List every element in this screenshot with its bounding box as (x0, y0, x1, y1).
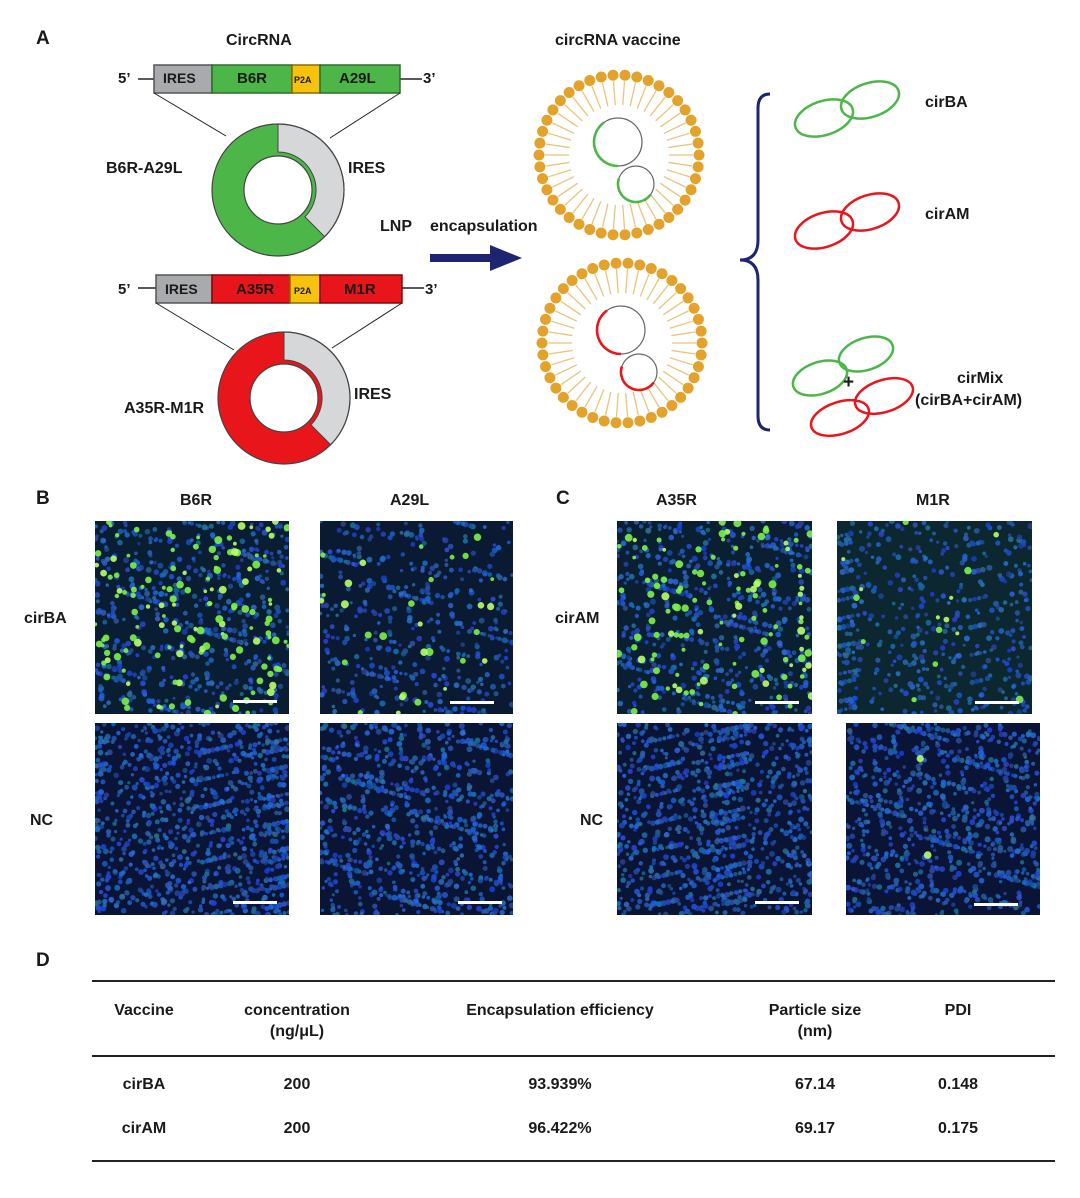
table-cell: 69.17 (794, 1120, 836, 1137)
circrna-vaccine-title: circRNA vaccine (555, 32, 681, 49)
construct1-three-prime: 3’ (423, 70, 436, 87)
panel-b-row-nc: NC (30, 812, 54, 829)
ciram-rings-icon (793, 192, 901, 250)
table-cell: 0.175 (937, 1120, 979, 1137)
construct2-p2a-label: P2A (294, 286, 312, 296)
table-cell: 200 (283, 1076, 311, 1093)
ring2-ires: IRES (354, 386, 392, 403)
table-cell: cirAM (121, 1120, 167, 1137)
construct1-ires-label: IRES (163, 70, 196, 86)
cirmix-rings-icon (791, 335, 915, 438)
micrograph-nc-a29l (320, 723, 513, 915)
construct2-five-prime: 5’ (118, 281, 131, 298)
micrograph-nc-m1r (846, 723, 1040, 915)
table-header-line2: (ng/μL) (269, 1023, 325, 1040)
construct2-three-prime: 3’ (425, 281, 438, 298)
construct2-ires-label: IRES (165, 281, 198, 297)
panel-label-a: A (36, 28, 50, 49)
table-header-line1: Encapsulation efficiency (466, 1002, 654, 1019)
table-cell: 96.422% (528, 1120, 592, 1137)
group-cirmix-sublabel: (cirBA+cirAM) (915, 392, 1023, 409)
panel-c-row-ciram: cirAM (555, 610, 600, 627)
table-cell: 67.14 (794, 1076, 836, 1093)
table-header-line1: Vaccine (114, 1002, 174, 1019)
table-header-line1: PDI (944, 1002, 972, 1019)
table-header-cell: Vaccine (34, 1000, 254, 1021)
table-bottom-rule (92, 1160, 1055, 1162)
table-cell: 0.148 (937, 1076, 979, 1093)
group-bracket (739, 92, 771, 432)
ring-b6r-a29l (211, 123, 345, 257)
table-cell: cirBA (122, 1076, 166, 1093)
table-header-rule (92, 1055, 1055, 1057)
table-header-cell: Encapsulation efficiency (450, 1000, 670, 1021)
ring1-name: B6R-A29L (106, 160, 183, 177)
group-cirba-label: cirBA (925, 94, 968, 111)
circrna-title: CircRNA (226, 32, 292, 49)
panel-c-col-m1r: M1R (916, 492, 950, 509)
construct1-p2a-label: P2A (294, 75, 312, 85)
panel-label-c: C (556, 488, 570, 509)
group-cirmix-plus: + (843, 372, 855, 393)
micrograph-ciram-m1r (837, 521, 1032, 714)
table-header-line2: (nm) (797, 1023, 833, 1040)
encapsulation-label: encapsulation (430, 218, 538, 235)
table-cell: 93.939% (528, 1076, 592, 1093)
panel-b-col-a29l: A29L (390, 492, 430, 509)
micrograph-nc-b6r (95, 723, 289, 915)
table-header-line1: concentration (244, 1002, 350, 1019)
construct-diagram-a35r-m1r (138, 274, 424, 351)
ring-a35r-m1r (217, 331, 351, 465)
table-header-cell: concentration (ng/μL) (187, 1000, 407, 1042)
construct1-five-prime: 5’ (118, 70, 131, 87)
table-top-rule (92, 980, 1055, 982)
ring1-ires: IRES (348, 160, 386, 177)
panel-c-col-a35r: A35R (656, 492, 697, 509)
micrograph-cirba-a29l (320, 521, 513, 714)
panel-b-col-b6r: B6R (180, 492, 213, 509)
encapsulation-arrow-icon (430, 245, 522, 271)
micrograph-cirba-b6r (95, 521, 289, 714)
ring2-name: A35R-M1R (124, 400, 205, 417)
panel-b-row-cirba: cirBA (24, 610, 67, 627)
cirba-rings-icon (793, 80, 901, 138)
construct2-gene1-label: A35R (236, 281, 275, 298)
lnp-particle-ciram (536, 257, 708, 429)
table-header-line1: Particle size (768, 1002, 862, 1019)
micrograph-ciram-a35r (617, 521, 812, 714)
construct2-gene2-label: M1R (344, 281, 376, 298)
lnp-label: LNP (380, 218, 412, 235)
panel-label-d: D (36, 950, 50, 971)
construct1-gene2-label: A29L (339, 70, 376, 87)
table-header-cell: PDI (848, 1000, 1068, 1021)
group-cirmix-label: cirMix (957, 370, 1004, 387)
table-header-cell: Particle size (nm) (705, 1000, 925, 1042)
panel-label-b: B (36, 488, 50, 509)
construct-diagram-b6r-a29l (138, 64, 422, 139)
table-cell: 200 (283, 1120, 311, 1137)
group-ciram-label: cirAM (925, 206, 970, 223)
micrograph-nc-a35r (617, 723, 812, 915)
construct1-gene1-label: B6R (237, 70, 268, 87)
panel-c-row-nc: NC (580, 812, 604, 829)
lnp-particle-cirba (533, 69, 705, 241)
